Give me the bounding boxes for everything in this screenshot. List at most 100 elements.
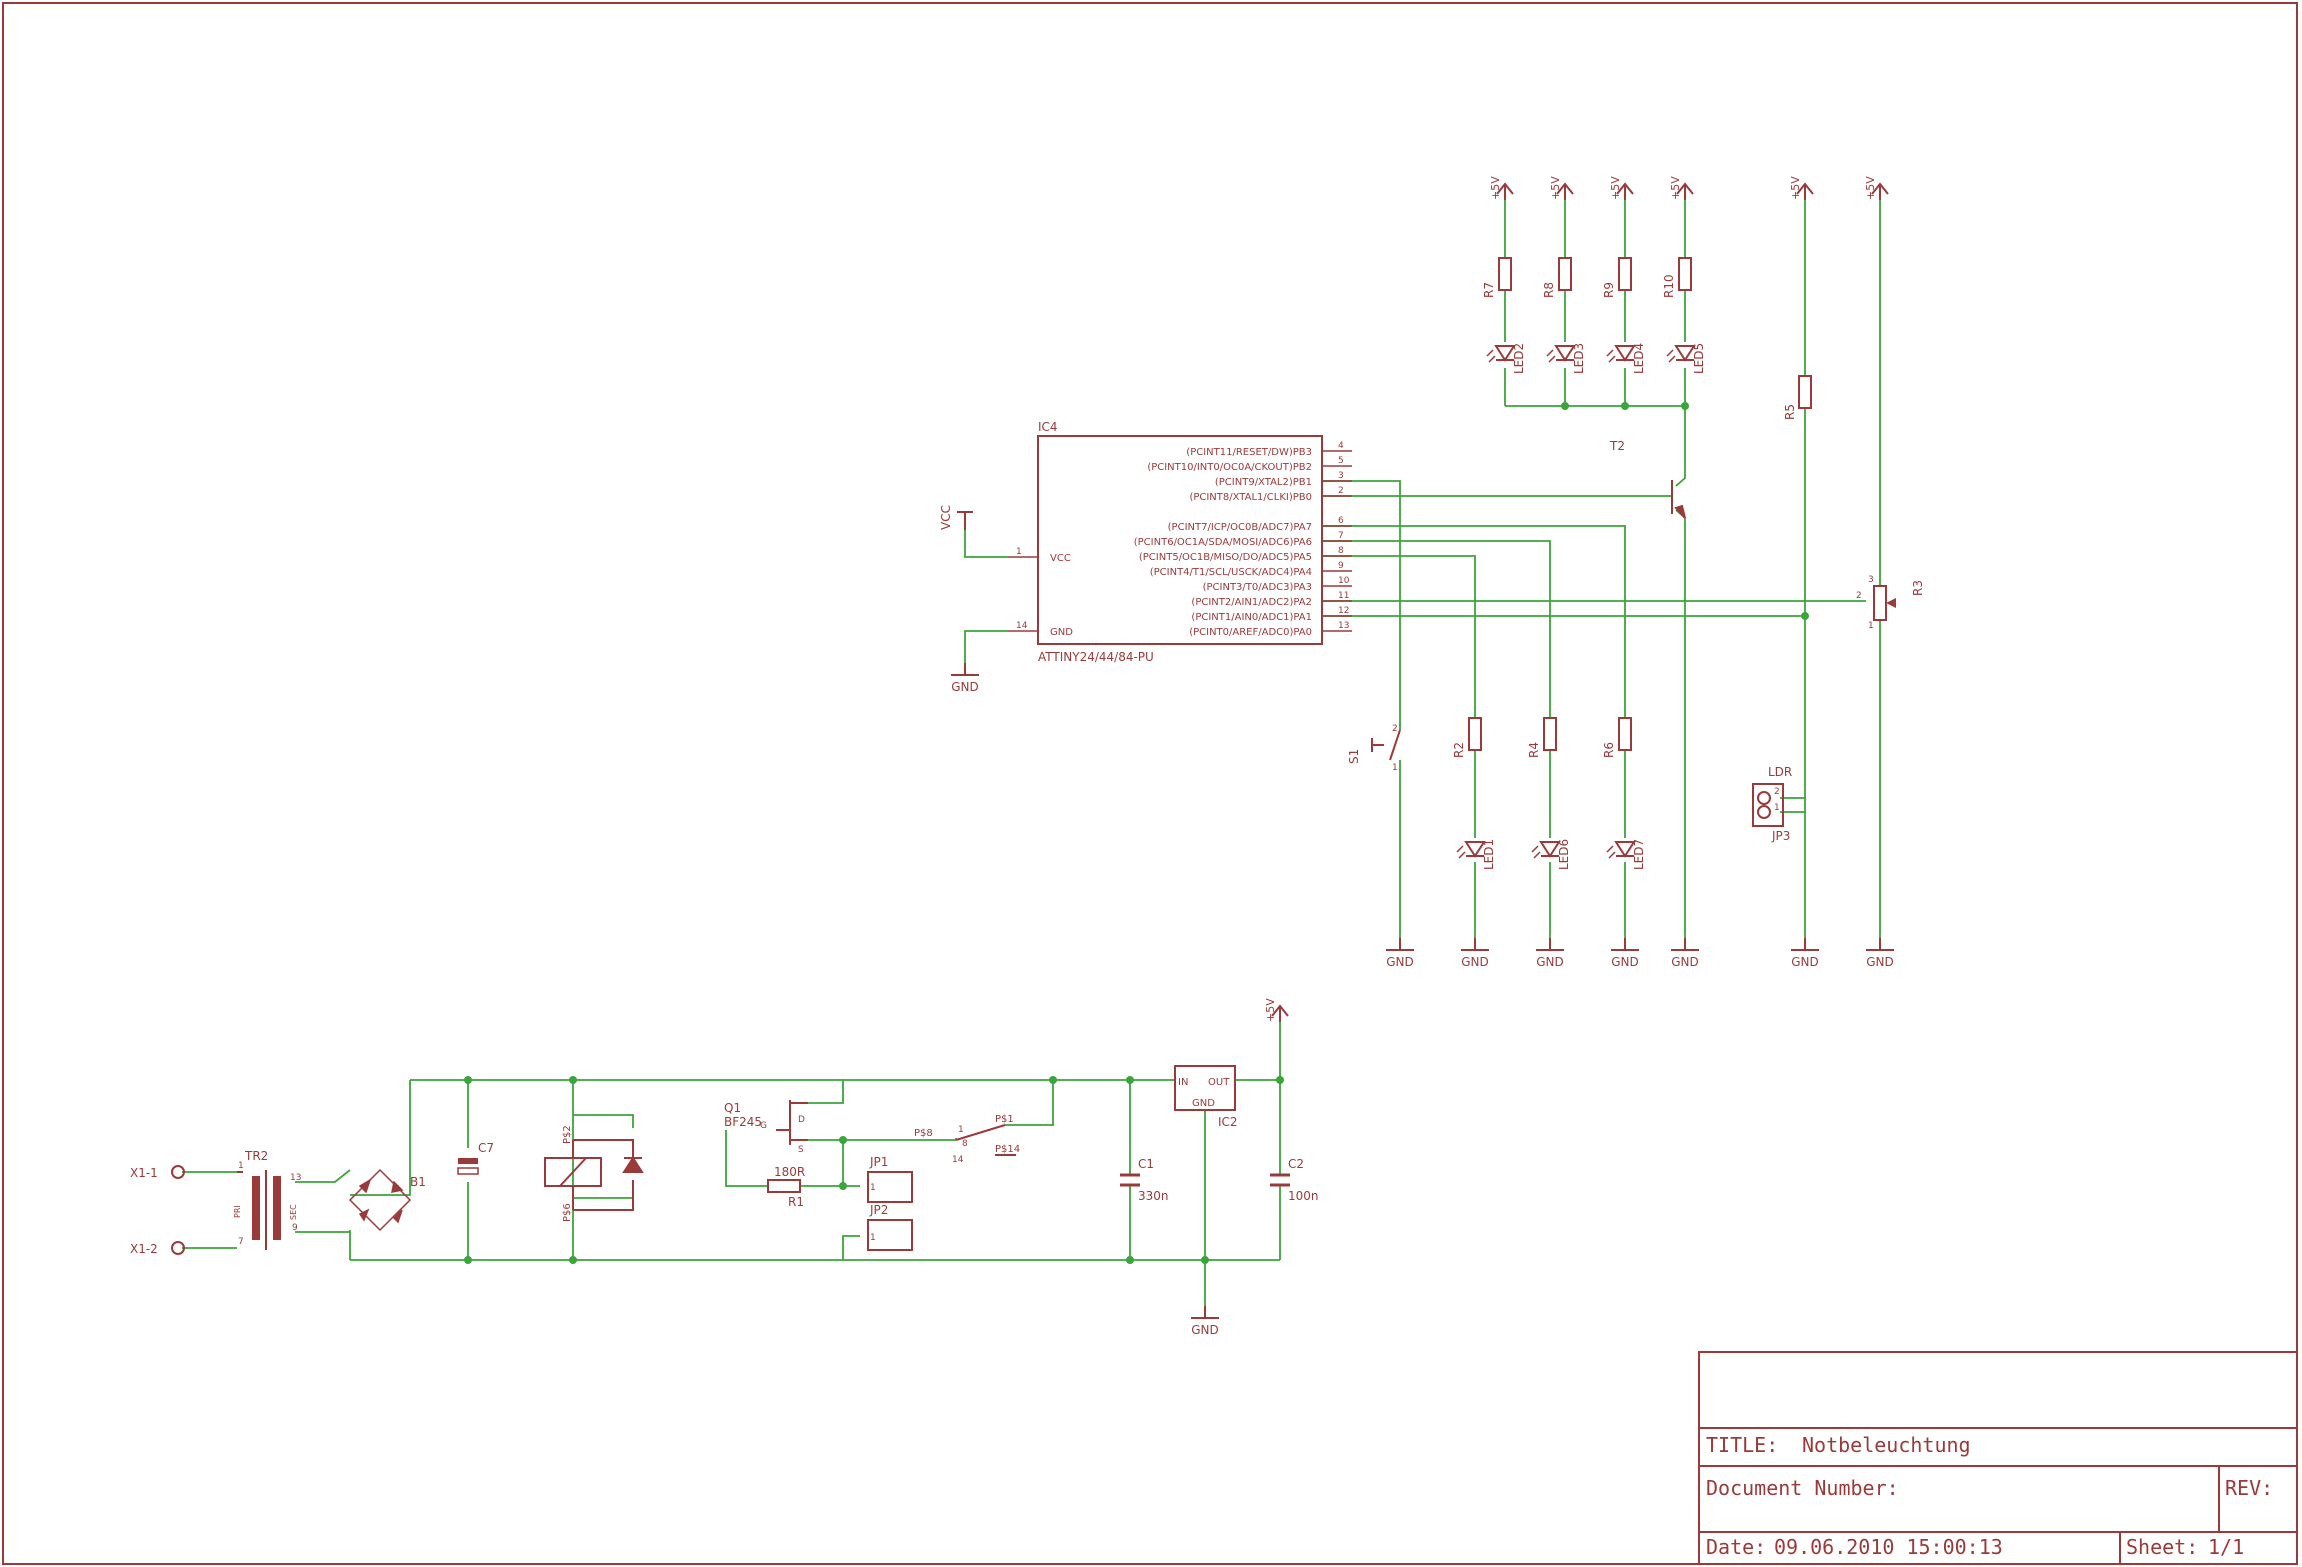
terminal-x1-1: [171, 1165, 185, 1179]
ic4-pin-number: 9: [1338, 561, 1344, 571]
ic4-pin-label: VCC: [1050, 553, 1071, 564]
potentiometer-r3: [1873, 585, 1887, 621]
tr2-pin-1: 1: [238, 1161, 244, 1171]
resistor: [1543, 717, 1557, 751]
connector-jp3: [1752, 783, 1784, 827]
led-label: LED4: [1632, 343, 1646, 374]
q1-pin-g: G: [760, 1121, 767, 1131]
resistor-label: R10: [1662, 274, 1676, 298]
ic4-pin-number: 11: [1338, 591, 1349, 601]
ic4-value: ATTINY24/44/84-PU: [1038, 650, 1154, 664]
jp1-pin: 1: [870, 1183, 876, 1193]
jp3-pin-1: 1: [1774, 803, 1780, 813]
ic4-pin-label: GND: [1050, 627, 1073, 638]
led: [1614, 345, 1636, 362]
r3-wiper-arrow: [1886, 598, 1896, 608]
led: [1674, 345, 1696, 362]
q1-label: Q1: [724, 1101, 741, 1115]
transistor-t2: [1671, 480, 1686, 519]
capacitor-c7: [457, 1158, 479, 1175]
led: [1539, 841, 1561, 858]
r3-pin-3: 3: [1868, 575, 1874, 585]
b1-label: B1: [410, 1175, 426, 1189]
jumper-jp2: [867, 1219, 913, 1251]
relay-pin-14: 14: [952, 1155, 964, 1165]
led: [1494, 345, 1516, 362]
ic4-pin-label: (PCINT4/T1/SCL/USCK/ADC4)PA4: [1150, 567, 1312, 578]
r3-pin-2: 2: [1856, 591, 1862, 601]
resistor-label: R6: [1602, 742, 1616, 758]
resistor: [1678, 257, 1692, 291]
ic4-pin-label: (PCINT8/XTAL1/CLKI)PB0: [1189, 492, 1312, 503]
plus5v-label: +5V: [1489, 176, 1502, 200]
resistor: [1558, 257, 1572, 291]
gnd-label: GND: [1461, 955, 1489, 969]
ic4-pin-label: (PCINT5/OC1B/MISO/DO/ADC5)PA5: [1139, 552, 1312, 563]
q1-value: BF245: [724, 1115, 762, 1129]
relay-p1-label: P$1: [995, 1114, 1014, 1125]
transformer-tr2: [237, 1170, 281, 1250]
c7-label: C7: [478, 1141, 494, 1155]
bridge-rectifier-b1: [348, 1168, 412, 1232]
ic4-attiny: IC4 ATTINY24/44/84-PU 4 (PCINT11/RESET/DW…: [1008, 420, 1352, 664]
gnd-label: GND: [1671, 955, 1699, 969]
resistor: [1498, 257, 1512, 291]
tr2-label: TR2: [244, 1149, 268, 1163]
relay-coil: [544, 1139, 644, 1211]
led: [1554, 345, 1576, 362]
resistor-r5: [1798, 375, 1812, 409]
ic4-name: IC4: [1038, 420, 1058, 434]
r3-pin-1: 1: [1868, 621, 1874, 631]
jp3-pin-2: 2: [1774, 787, 1780, 797]
r3-label: R3: [1911, 580, 1925, 596]
gnd-label: GND: [1191, 1323, 1219, 1337]
s1-pin-2: 2: [1392, 724, 1398, 734]
jp1-label: JP1: [869, 1155, 888, 1169]
led: [1614, 841, 1636, 858]
ic4-pin-label: (PCINT11/RESET/DW)PB3: [1186, 447, 1312, 458]
gnd-label: GND: [1791, 955, 1819, 969]
ic4-pin-label: (PCINT2/AIN1/ADC2)PA2: [1191, 597, 1312, 608]
title-block: [1698, 1351, 2298, 1565]
relay-pin-8: 8: [962, 1139, 968, 1149]
capacitor-c2: [1270, 1173, 1290, 1187]
ic4-body: [1037, 435, 1323, 645]
ic4-pin-label: (PCINT3/T0/ADC3)PA3: [1203, 582, 1312, 593]
sheet-label: Sheet:: [2126, 1535, 2198, 1559]
resistor: [1468, 717, 1482, 751]
ic4-pin-label: (PCINT9/XTAL2)PB1: [1215, 477, 1312, 488]
t2-label: T2: [1609, 439, 1625, 453]
ic2-pin-in: IN: [1178, 1077, 1188, 1088]
title-value: Notbeleuchtung: [1802, 1433, 1971, 1457]
plus5v-label: +5V: [1264, 998, 1277, 1022]
q1-pin-s: S: [798, 1145, 804, 1155]
c1-value: 330n: [1138, 1189, 1169, 1203]
ic4-pin-label: (PCINT7/ICP/OC0B/ADC7)PA7: [1168, 522, 1312, 533]
jfet-q1: [776, 1100, 808, 1145]
document-number-label: Document Number:: [1706, 1476, 1899, 1500]
plus5v-label: +5V: [1609, 176, 1622, 200]
wires: [182, 200, 1881, 1318]
tr2-pin-13: 13: [290, 1173, 301, 1183]
gnd-label: GND: [1386, 955, 1414, 969]
ic4-pin-number: 10: [1338, 576, 1350, 586]
resistor-r1: [767, 1179, 801, 1193]
led: [1464, 841, 1486, 858]
title-label: TITLE:: [1706, 1433, 1778, 1457]
resistor-label: R7: [1482, 282, 1496, 298]
ic4-pin-number: 5: [1338, 456, 1344, 466]
led-label: LED3: [1572, 343, 1586, 374]
relay-pin-1: 1: [958, 1125, 964, 1135]
switch-s1: [1371, 729, 1401, 761]
ic4-pin-number: 14: [1016, 621, 1028, 631]
relay-p2-label: P$2: [562, 1125, 573, 1144]
ic2-label: IC2: [1218, 1115, 1238, 1129]
gnd-label: GND: [1866, 955, 1894, 969]
led-label: LED1: [1482, 839, 1496, 870]
gnd-label: GND: [951, 680, 979, 694]
ic4-pin-number: 4: [1338, 441, 1344, 451]
